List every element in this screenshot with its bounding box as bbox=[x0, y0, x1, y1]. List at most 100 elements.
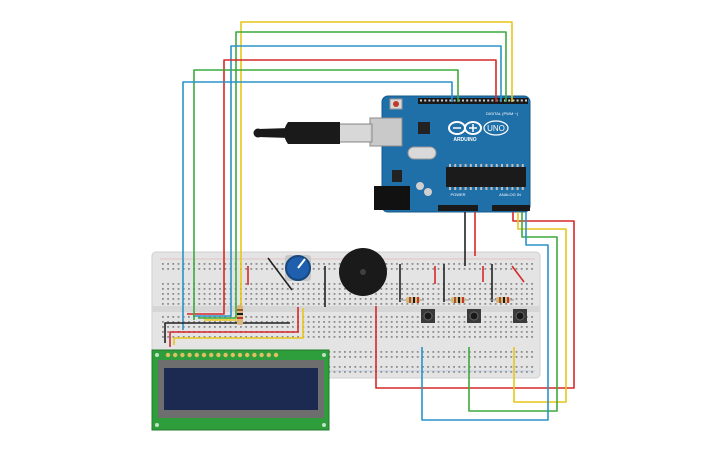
breadboard-hole bbox=[416, 268, 419, 270]
breadboard-hole bbox=[286, 298, 289, 300]
header-pin bbox=[424, 99, 427, 102]
breadboard-hole bbox=[255, 268, 258, 270]
breadboard-hole bbox=[494, 321, 497, 323]
breadboard-hole bbox=[359, 351, 362, 353]
breadboard-hole bbox=[520, 331, 523, 333]
breadboard-hole bbox=[494, 283, 497, 285]
breadboard-hole bbox=[323, 293, 325, 295]
chip-leg bbox=[501, 187, 503, 190]
breadboard-hole bbox=[494, 356, 497, 358]
breadboard-hole bbox=[510, 371, 513, 373]
breadboard-hole bbox=[162, 293, 164, 295]
breadboard-hole bbox=[411, 268, 414, 270]
breadboard-hole bbox=[422, 356, 424, 358]
potentiometer[interactable] bbox=[285, 255, 311, 281]
header-pin bbox=[432, 99, 435, 102]
chip-leg bbox=[521, 187, 524, 190]
breadboard-hole bbox=[396, 263, 398, 265]
breadboard-hole bbox=[422, 288, 424, 290]
chip-leg bbox=[485, 187, 488, 190]
breadboard-hole bbox=[505, 366, 507, 368]
breadboard-hole bbox=[406, 283, 409, 285]
breadboard-hole bbox=[276, 263, 279, 265]
breadboard-hole bbox=[520, 366, 523, 368]
breadboard-hole bbox=[427, 326, 429, 328]
breadboard-hole bbox=[520, 351, 523, 353]
breadboard-hole bbox=[406, 326, 409, 328]
breadboard-hole bbox=[250, 326, 253, 328]
red-wire bbox=[187, 59, 497, 315]
breadboard-hole bbox=[162, 283, 164, 285]
breadboard-hole bbox=[266, 298, 268, 300]
breadboard-hole bbox=[266, 336, 268, 338]
breadboard-hole bbox=[318, 303, 320, 305]
breadboard-hole bbox=[260, 283, 263, 285]
resistor bbox=[445, 297, 469, 303]
breadboard-hole bbox=[344, 293, 346, 295]
breadboard-hole bbox=[531, 371, 533, 373]
breadboard-hole bbox=[385, 303, 388, 305]
breadboard-hole bbox=[505, 268, 507, 270]
breadboard-hole bbox=[453, 303, 455, 305]
breadboard-hole bbox=[432, 336, 435, 338]
breadboard-hole bbox=[245, 298, 247, 300]
breadboard-hole bbox=[307, 283, 310, 285]
breadboard-hole bbox=[380, 371, 383, 373]
chip-leg bbox=[490, 164, 493, 167]
breadboard-hole bbox=[364, 316, 367, 318]
breadboard-hole bbox=[416, 321, 419, 323]
chip-leg bbox=[495, 187, 498, 190]
breadboard-hole bbox=[432, 293, 435, 295]
breadboard-hole bbox=[500, 351, 502, 353]
arduino-logo-icon bbox=[448, 121, 482, 135]
breadboard-hole bbox=[240, 326, 242, 328]
breadboard-hole bbox=[292, 321, 294, 323]
breadboard-hole bbox=[458, 263, 461, 265]
breadboard-hole bbox=[271, 293, 273, 295]
breadboard-hole bbox=[489, 316, 492, 318]
lcd-pin bbox=[245, 352, 250, 358]
breadboard-hole bbox=[302, 283, 305, 285]
breadboard-hole bbox=[359, 331, 362, 333]
breadboard-hole bbox=[302, 288, 305, 290]
breadboard-hole bbox=[515, 263, 518, 265]
pushbuttons bbox=[421, 309, 527, 323]
breadboard-hole bbox=[338, 303, 341, 305]
breadboard-hole bbox=[219, 288, 221, 290]
breadboard-hole bbox=[489, 268, 492, 270]
breadboard-hole bbox=[442, 371, 445, 373]
breadboard-hole bbox=[531, 298, 533, 300]
breadboard-hole bbox=[520, 288, 523, 290]
breadboard-hole bbox=[182, 336, 185, 338]
breadboard-hole bbox=[401, 356, 403, 358]
breadboard-hole bbox=[266, 321, 268, 323]
breadboard-hole bbox=[370, 326, 372, 328]
breadboard-hole bbox=[432, 326, 435, 328]
lcd-pin bbox=[266, 352, 271, 358]
breadboard-hole bbox=[177, 336, 180, 338]
breadboard-hole bbox=[505, 336, 507, 338]
chip-leg bbox=[454, 164, 457, 167]
jumper-wires bbox=[164, 21, 575, 421]
pushbutton[interactable] bbox=[421, 309, 435, 323]
breadboard-hole bbox=[437, 303, 440, 305]
breadboard-hole bbox=[349, 326, 351, 328]
breadboard-hole bbox=[526, 303, 528, 305]
breadboard-hole bbox=[354, 366, 357, 368]
breadboard-hole bbox=[531, 366, 533, 368]
yellow-wire bbox=[204, 21, 513, 321]
breadboard-hole bbox=[474, 371, 476, 373]
breadboard-hole bbox=[489, 303, 492, 305]
breadboard-hole bbox=[505, 371, 507, 373]
breadboard-hole bbox=[489, 336, 492, 338]
breadboard-hole bbox=[458, 293, 461, 295]
breadboard-hole bbox=[359, 366, 362, 368]
pushbutton[interactable] bbox=[467, 309, 481, 323]
breadboard-hole bbox=[489, 366, 492, 368]
breadboard-hole bbox=[463, 268, 466, 270]
breadboard-hole bbox=[531, 316, 533, 318]
breadboard-hole bbox=[531, 303, 533, 305]
breadboard-hole bbox=[292, 326, 294, 328]
voltage-regulator bbox=[392, 170, 402, 182]
pushbutton[interactable] bbox=[513, 309, 527, 323]
